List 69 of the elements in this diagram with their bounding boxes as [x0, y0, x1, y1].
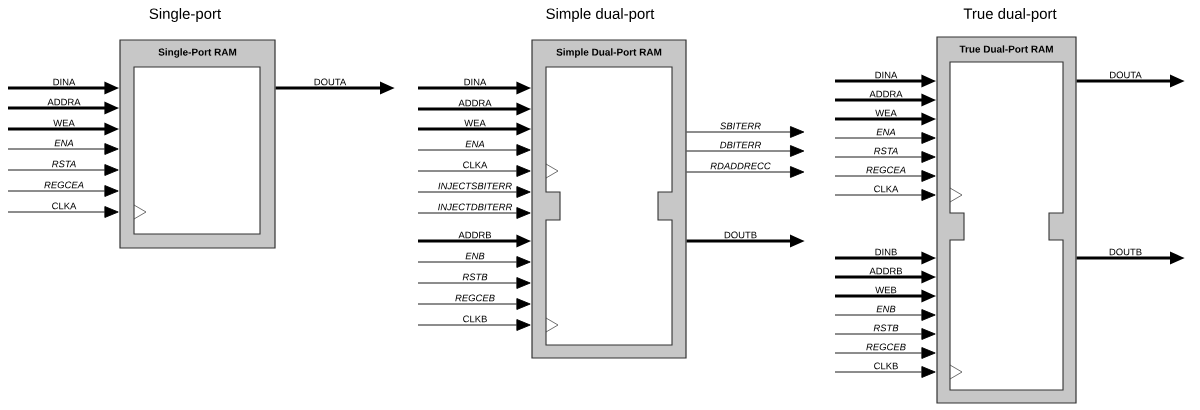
signal-name: RSTA [874, 147, 898, 155]
signal-arrow [834, 328, 936, 340]
signal-name: DINA [464, 78, 487, 86]
signal-name: WEA [875, 109, 897, 117]
signal-arrow [834, 309, 936, 321]
signal-arrow [7, 164, 119, 176]
signal-arrow [834, 132, 936, 144]
signal-arrow [417, 256, 531, 268]
signal-name: CLKB [463, 315, 487, 323]
signal-name: CLKA [874, 185, 899, 193]
signal-name: DOUTA [1110, 71, 1142, 79]
signal-name: ADDRA [458, 99, 492, 107]
signal-name: RDADDRECC [710, 162, 771, 170]
signal-name: ADDRA [869, 90, 903, 98]
ram-block: True Dual-Port RAM [936, 36, 1077, 404]
signal-arrow [7, 185, 119, 197]
signal-name: SBITERR [720, 122, 761, 130]
signal-name: RSTB [873, 324, 899, 332]
signal-name: WEB [875, 286, 897, 294]
signal-name: REGCEA [44, 181, 84, 189]
signal-name: DOUTA [314, 78, 347, 86]
signal-arrow [417, 277, 531, 289]
signal-name: RSTB [462, 273, 488, 281]
signal-name: ENA [465, 140, 485, 148]
signal-name: ENB [465, 252, 485, 260]
signal-arrow [834, 189, 936, 201]
signal-name: CLKA [463, 161, 488, 169]
panel-title: True dual-port [963, 8, 1057, 22]
signal-arrow [686, 145, 805, 157]
signal-arrow [686, 126, 805, 138]
signal-name: DINA [875, 71, 898, 79]
signal-name: DINA [53, 78, 76, 86]
ram-block: Single-Port RAM [119, 39, 276, 249]
signal-name: CLKA [52, 202, 77, 210]
signal-name: RSTA [52, 160, 76, 168]
panel-title: Simple dual-port [546, 8, 655, 22]
signal-arrow [417, 319, 531, 331]
signal-arrow [834, 347, 936, 359]
signal-arrow [417, 298, 531, 310]
signal-name: ADDRB [458, 231, 492, 239]
signal-name: DINB [875, 248, 897, 256]
signal-name: DOUTB [724, 231, 757, 239]
signal-name: ADDRB [869, 267, 903, 275]
signal-name: DOUTB [1109, 248, 1142, 256]
signal-name: REGCEA [866, 166, 906, 174]
signal-name: ENB [876, 305, 896, 313]
signal-arrow [834, 366, 936, 378]
signal-arrow [417, 207, 531, 219]
signal-arrow [834, 151, 936, 163]
signal-arrow [7, 143, 119, 155]
signal-name: WEA [464, 119, 486, 127]
signal-arrow [417, 165, 531, 177]
signal-name: DBITERR [720, 141, 761, 149]
signal-name: ENA [876, 128, 896, 136]
signal-name: ADDRA [47, 98, 81, 106]
signal-name: CLKB [874, 362, 898, 370]
signal-name: WEA [53, 119, 75, 127]
signal-arrow [7, 206, 119, 218]
signal-name: ENA [54, 139, 74, 147]
signal-name: INJECTDBITERR [438, 203, 513, 211]
panel-title: Single-port [149, 8, 221, 22]
ram-block: Simple Dual-Port RAM [531, 39, 687, 359]
signal-arrow [417, 186, 531, 198]
signal-name: REGCEB [866, 343, 906, 351]
signal-arrow [834, 170, 936, 182]
signal-arrow [686, 166, 805, 178]
signal-arrow [417, 144, 531, 156]
signal-name: REGCEB [455, 294, 495, 302]
signal-name: INJECTSBITERR [438, 182, 512, 190]
